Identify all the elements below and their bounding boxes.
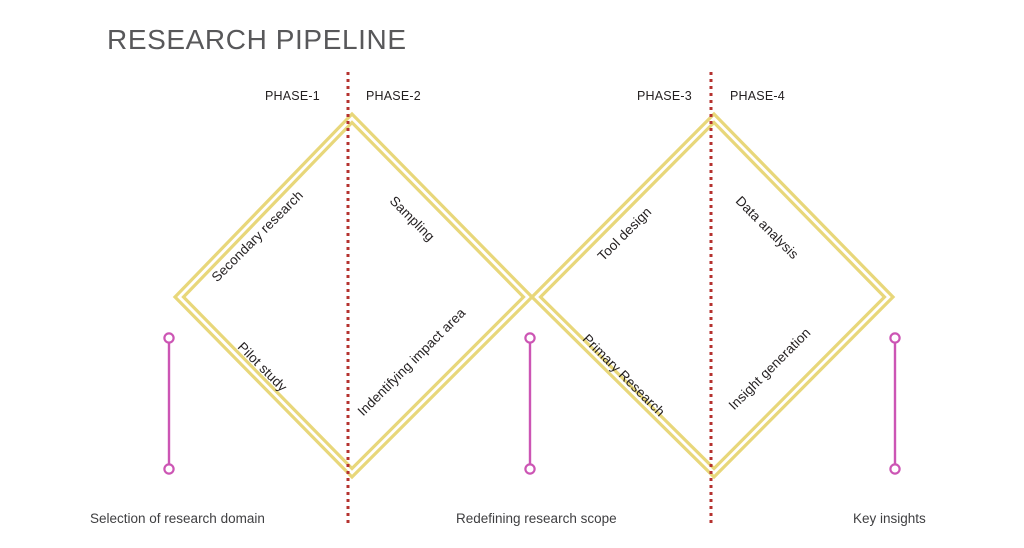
diamond-one — [172, 111, 535, 480]
phase-label-4: PHASE-4 — [730, 89, 785, 103]
milestone-marker-3-top-dot — [889, 332, 901, 344]
milestone-marker-2 — [524, 332, 536, 475]
milestone-label-selection-of-research-domain: Selection of research domain — [90, 511, 265, 526]
milestone-marker-1-top-dot — [163, 332, 175, 344]
milestone-marker-1-bottom-dot — [163, 463, 175, 475]
diamond-one-inner-path — [181, 120, 526, 471]
phase-label-2: PHASE-2 — [366, 89, 421, 103]
milestone-marker-3-bottom-dot — [889, 463, 901, 475]
diamond-two-inner-path — [538, 120, 887, 471]
diamond-one-outer-path — [172, 111, 535, 480]
milestone-label-key-insights: Key insights — [853, 511, 926, 526]
diamond-two — [529, 111, 896, 480]
milestone-marker-2-top-dot — [524, 332, 536, 344]
milestone-marker-1 — [163, 332, 175, 475]
phase-label-3: PHASE-3 — [637, 89, 692, 103]
diamond-two-outer-path — [529, 111, 896, 480]
milestone-marker-3 — [889, 332, 901, 475]
page-title: RESEARCH PIPELINE — [107, 24, 407, 55]
milestone-marker-2-bottom-dot — [524, 463, 536, 475]
milestone-label-redefining-research-scope: Redefining research scope — [456, 511, 617, 526]
phase-label-1: PHASE-1 — [265, 89, 320, 103]
